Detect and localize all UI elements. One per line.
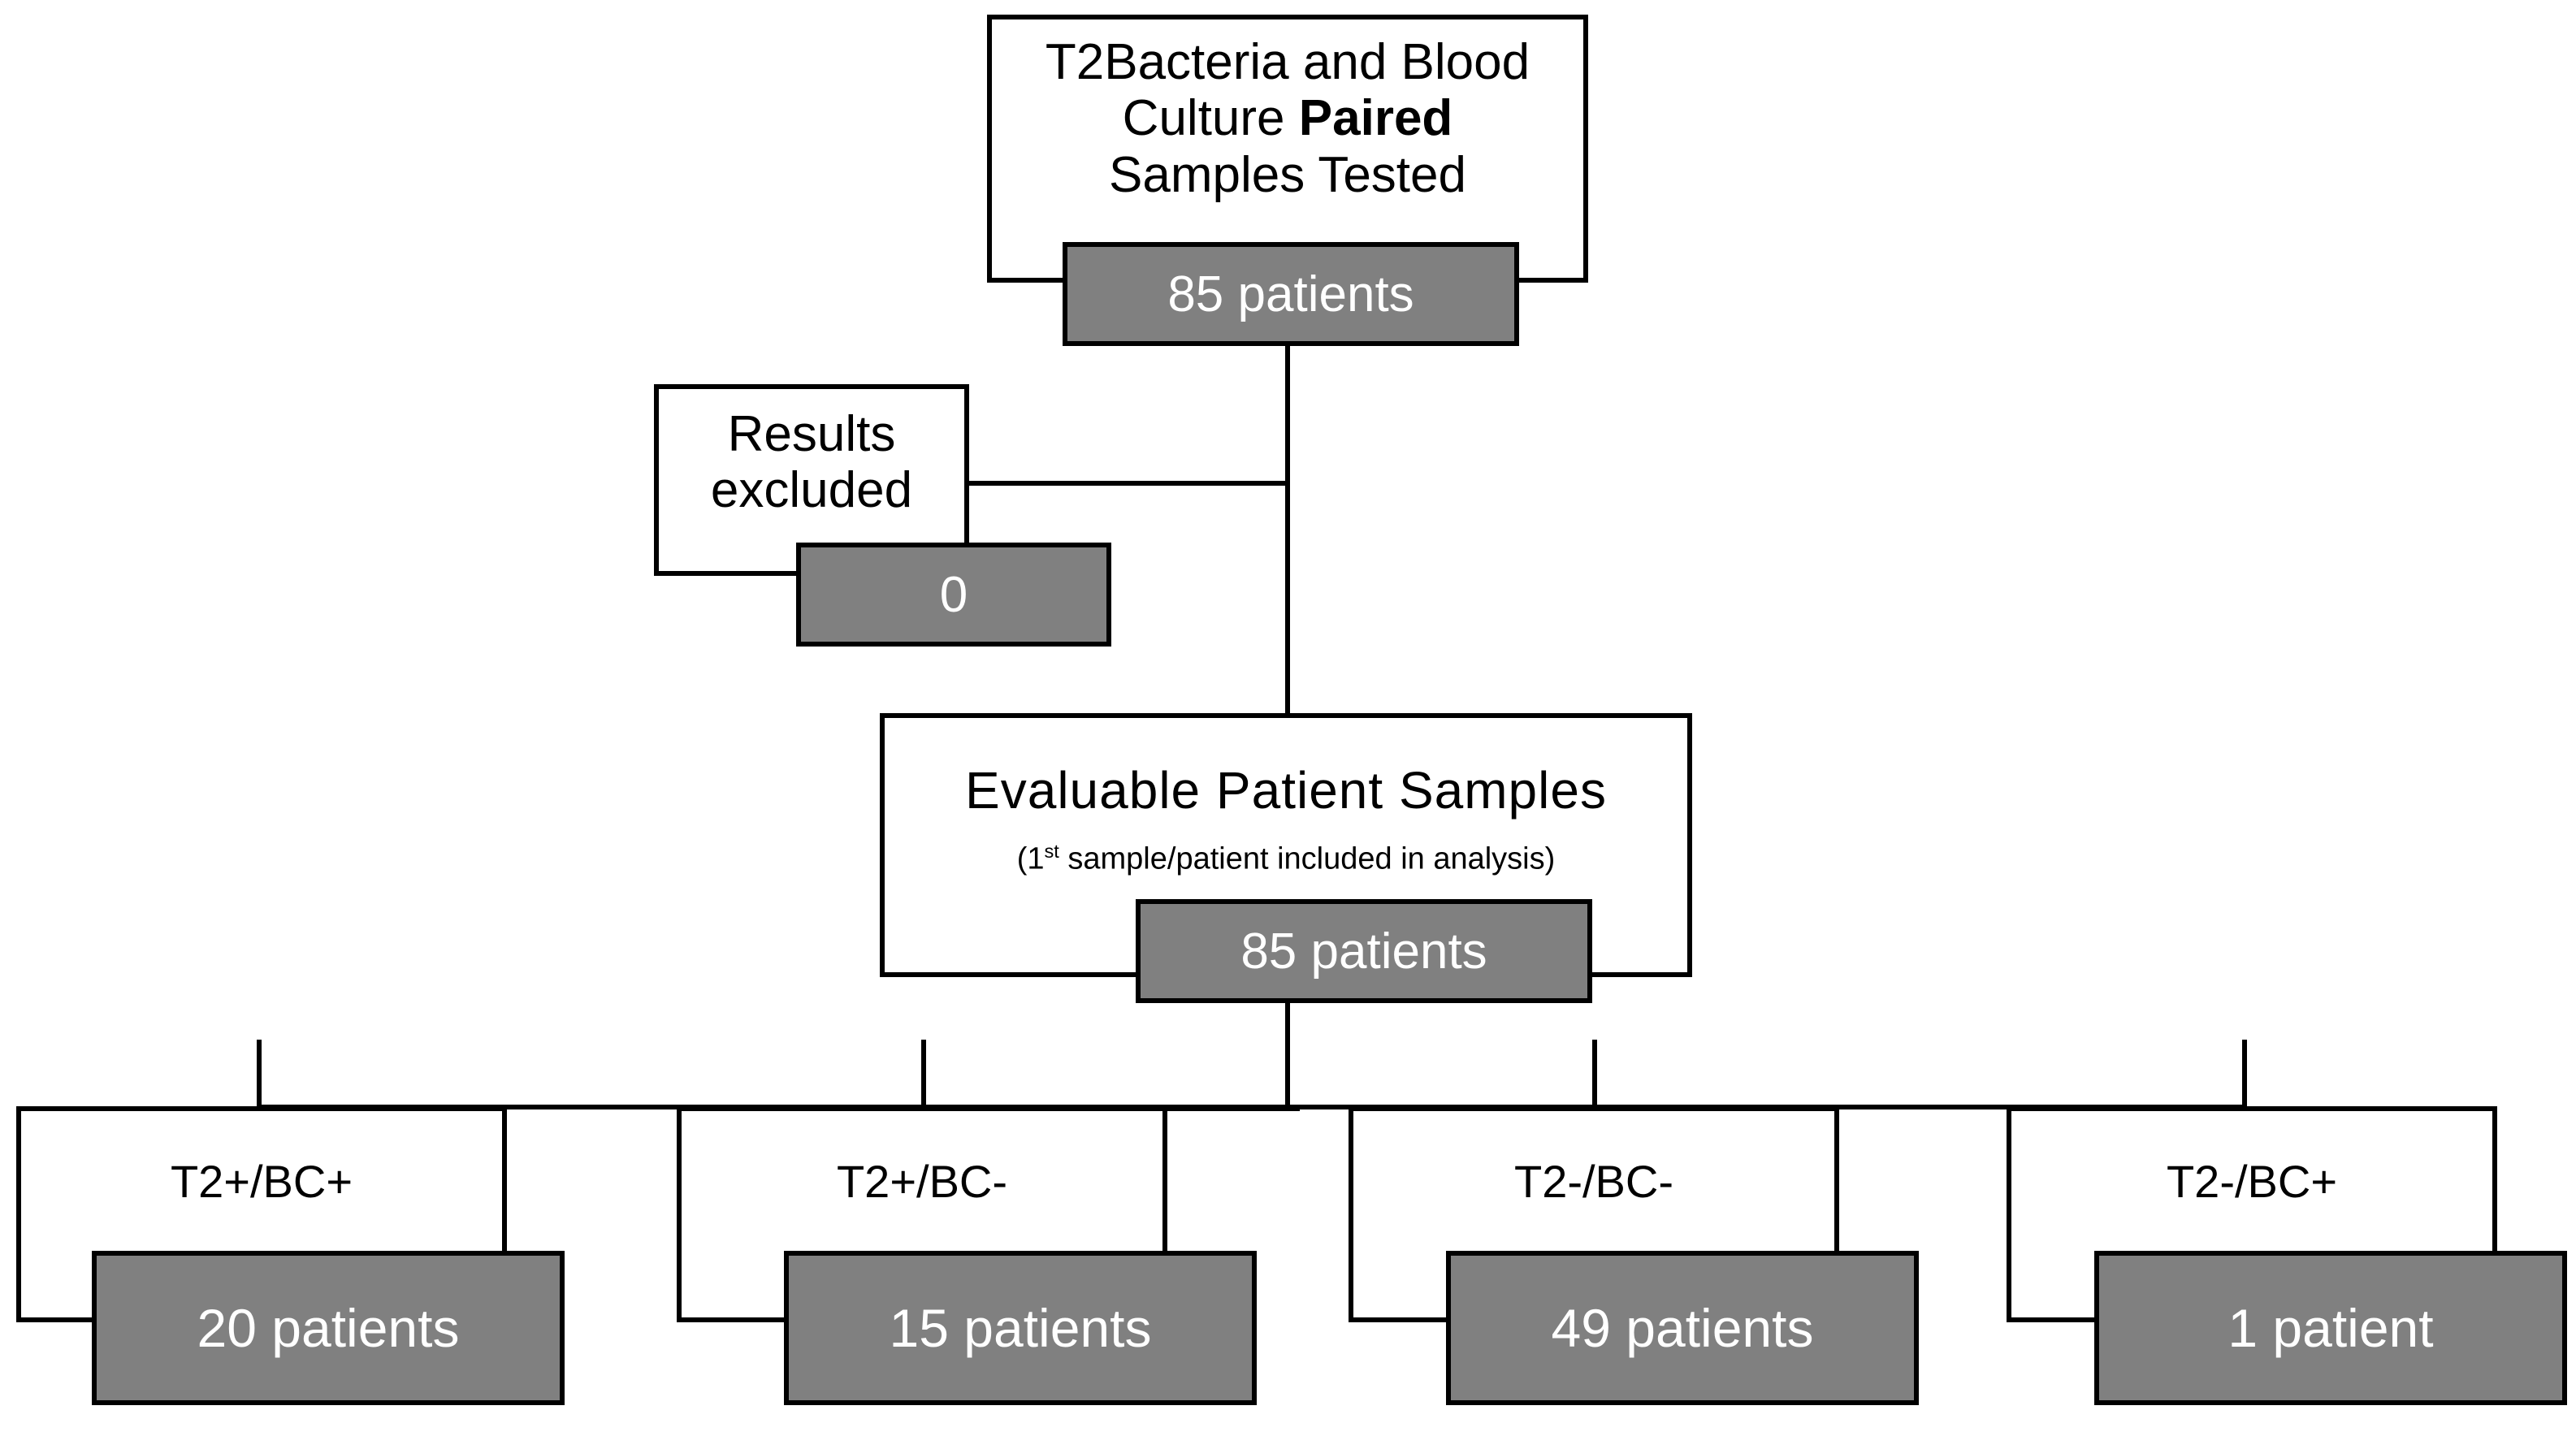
node-title-line2-pre: Culture (1122, 90, 1299, 147)
node-evaluable-count: 85 patients (1136, 899, 1592, 1003)
node-title-label: T2Bacteria and Blood Culture Paired Samp… (987, 34, 1588, 203)
node-title-line3: Samples Tested (1109, 146, 1466, 203)
node-evaluable-subtitle-post: sample/patient included in analysis) (1059, 841, 1556, 876)
node-title-line1: T2Bacteria and Blood (1045, 34, 1530, 90)
node-evaluable-subtitle-sup: st (1044, 841, 1059, 862)
node-outcome-4-count: 1 patient (2094, 1251, 2567, 1405)
connector-drop-outcome-4 (2242, 1040, 2247, 1109)
node-outcome-2-label: T2+/BC- (836, 1156, 1008, 1207)
node-excluded-count: 0 (796, 543, 1111, 647)
node-excluded-line1: Results (727, 406, 896, 462)
node-excluded-label: Results excluded (654, 406, 969, 519)
connector-drop-outcome-1 (257, 1040, 262, 1109)
connector-drop-outcome-2 (921, 1040, 926, 1109)
node-title-line2-bold: Paired (1298, 90, 1453, 147)
node-evaluable-title: Evaluable Patient Samples (965, 761, 1607, 820)
connector-excluded-branch (967, 481, 1290, 486)
node-outcome-3-count: 49 patients (1446, 1251, 1919, 1405)
connector-evaluable-to-split (1285, 1001, 1290, 1109)
node-evaluable-subtitle: (1st sample/patient included in analysis… (880, 841, 1692, 876)
node-outcome-2-count: 15 patients (784, 1251, 1257, 1405)
node-outcome-4-label: T2-/BC+ (2166, 1156, 2338, 1207)
node-outcome-1-count: 20 patients (92, 1251, 565, 1405)
node-evaluable-subtitle-pre: (1 (1016, 841, 1045, 876)
connector-drop-outcome-3 (1592, 1040, 1597, 1109)
node-outcome-3-label: T2-/BC- (1514, 1156, 1673, 1207)
node-outcome-1-label: T2+/BC+ (170, 1156, 353, 1207)
node-title-count: 85 patients (1063, 242, 1519, 346)
connector-title-to-evaluable (1285, 344, 1290, 718)
node-excluded-line2: excluded (710, 462, 913, 519)
